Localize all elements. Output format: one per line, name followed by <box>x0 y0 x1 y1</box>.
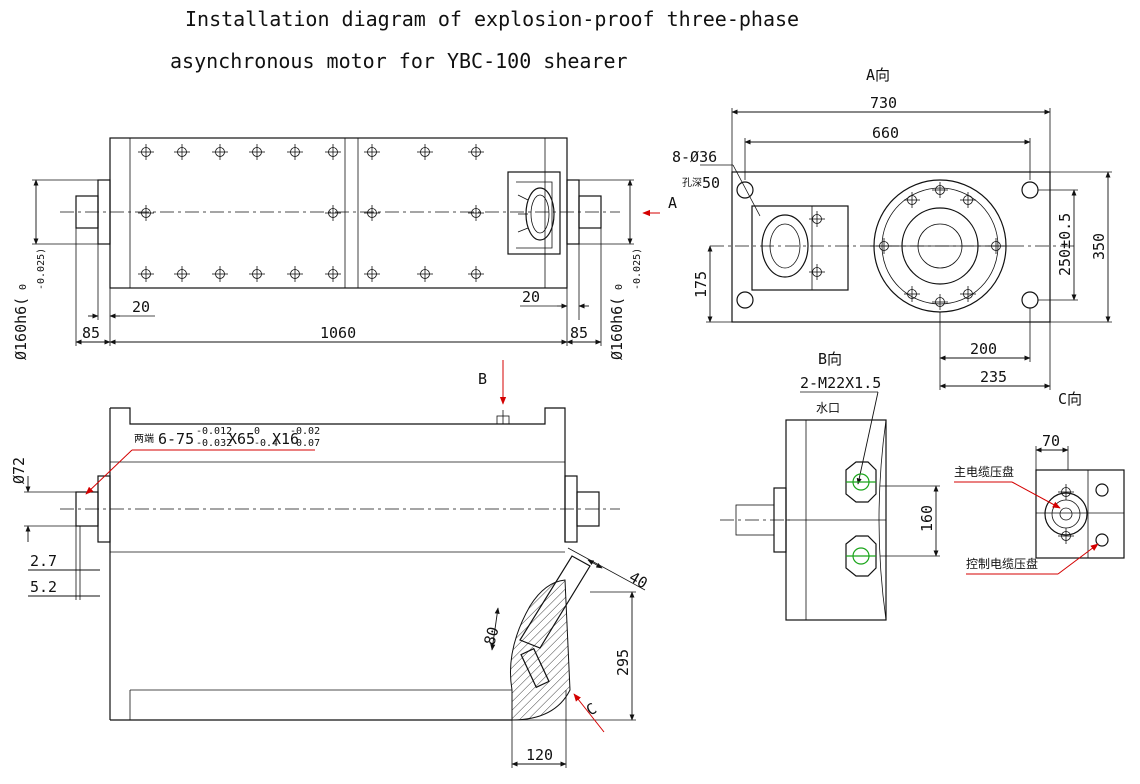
dim-40: 40 <box>626 568 651 593</box>
dim-660: 660 <box>872 124 899 142</box>
dim-160: 160 <box>918 505 936 532</box>
c-view-label: C向 <box>1058 390 1082 408</box>
dim-dia-left: Ø160h6( <box>12 297 30 360</box>
dim-dia-right: Ø160h6( <box>608 297 626 360</box>
arrow-c-label: C <box>583 699 600 719</box>
main-cable-label: 主电缆压盘 <box>954 464 1014 479</box>
key-tol-2-up: 0 <box>254 426 260 437</box>
c-view: C向 70 主电缆压盘 控制电缆压盘 <box>954 390 1125 575</box>
key-spec-body: 6-75 <box>158 430 194 448</box>
key-spec-prefix: 两端 <box>134 432 154 445</box>
key-spec-mid2: X16 <box>272 430 299 448</box>
dim-2-7: 2.7 <box>30 552 57 570</box>
dim-holes: 8-Ø36 <box>672 148 717 166</box>
dim-80: 80 <box>480 625 502 647</box>
dim-20-right: 20 <box>522 288 540 306</box>
dim-235: 235 <box>980 368 1007 386</box>
dim-dia-left-tol-low: -0.025) <box>36 248 47 290</box>
front-view: A Ø160h6( 0 -0.025) Ø160h6( 0 -0.025) 20… <box>12 137 677 360</box>
dim-72: Ø72 <box>10 457 28 484</box>
dim-295: 295 <box>614 649 632 676</box>
dim-120: 120 <box>526 746 553 764</box>
cable-box <box>507 171 561 255</box>
a-view: A向 730 660 8-Ø36 孔深 <box>672 66 1112 390</box>
b-water-label: 水口 <box>816 401 840 415</box>
key-tol-3-low: -0.07 <box>290 438 320 449</box>
dim-dia-right-tol: 0 <box>614 284 625 290</box>
dim-dia-right-tol-low: -0.025) <box>632 248 643 290</box>
title-line-1: Installation diagram of explosion-proof … <box>185 7 799 31</box>
key-tol-1-low: -0.032 <box>196 438 232 449</box>
dim-dia-left-tol: 0 <box>18 284 29 290</box>
dim-730: 730 <box>870 94 897 112</box>
side-view: B 40 80 295 <box>10 360 651 768</box>
key-spec-mid1: X65 <box>228 430 255 448</box>
dim-70: 70 <box>1042 432 1060 450</box>
b-view-label: B向 <box>818 350 842 368</box>
dim-85-left: 85 <box>82 324 100 342</box>
dim-hole-depth: 50 <box>702 174 720 192</box>
dim-20-left: 20 <box>132 298 150 316</box>
dim-hole-depth-prefix: 孔深 <box>682 177 702 189</box>
a-view-label: A向 <box>866 66 890 84</box>
dim-85-right: 85 <box>570 324 588 342</box>
dim-250: 250±0.5 <box>1056 213 1074 276</box>
key-tol-2-low: -0.4 <box>254 438 278 449</box>
key-tol-1-up: -0.012 <box>196 426 232 437</box>
dim-1060: 1060 <box>320 324 356 342</box>
dim-175: 175 <box>692 271 710 298</box>
dim-350: 350 <box>1090 233 1108 260</box>
b-view: B向 2-M22X1.5 水口 160 <box>720 350 940 621</box>
key-tol-3-up: -0.02 <box>290 426 320 437</box>
arrow-a-label: A <box>668 194 677 212</box>
b-thread-label: 2-M22X1.5 <box>800 374 881 392</box>
arrow-b-label: B <box>478 370 487 388</box>
control-cable-label: 控制电缆压盘 <box>966 556 1038 571</box>
dim-5-2: 5.2 <box>30 578 57 596</box>
dim-200: 200 <box>970 340 997 358</box>
title-line-2: asynchronous motor for YBC-100 shearer <box>170 49 628 73</box>
